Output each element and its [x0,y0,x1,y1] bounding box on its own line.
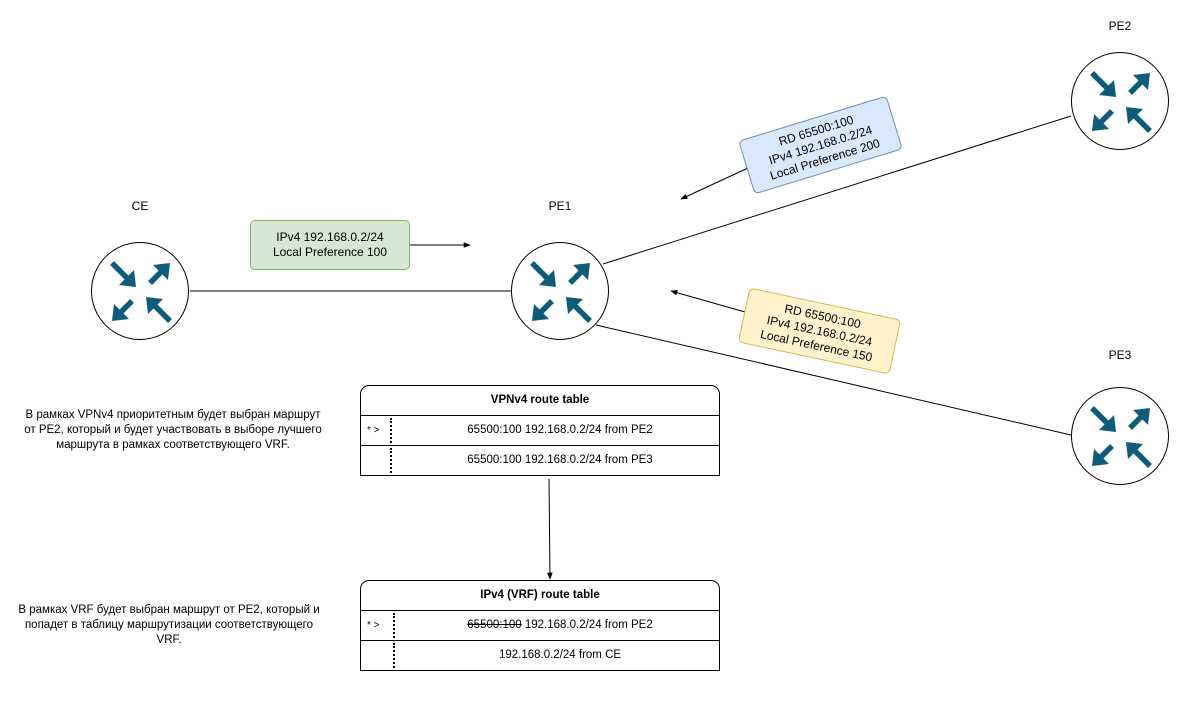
router-pe2[interactable] [1071,52,1169,150]
router-ce[interactable] [91,242,189,340]
table-row: * > 65500:100 192.168.0.2/24 from PE2 [361,611,719,640]
vrf-table-title: IPv4 (VRF) route table [361,581,719,611]
pe3-label: PE3 [1108,348,1132,362]
pe1-label: PE1 [548,199,572,213]
route-prefix: 192.168.0.2/24 from PE2 [521,619,653,631]
ce-update-line1: IPv4 192.168.0.2/24 [276,230,384,244]
vpnv4-note-line3: маршрута в рамках соответствующего VRF. [56,439,290,451]
ce-update-box: IPv4 192.168.0.2/24 Local Preference 100 [250,220,410,270]
vpnv4-note-line1: В рамках VPNv4 приоритетным будет выбран… [25,409,321,421]
pe2-label: PE2 [1108,19,1132,33]
router-icon [1090,71,1152,133]
link-pe1-pe2 [602,115,1072,265]
table-row: 192.168.0.2/24 from CE [361,640,719,670]
route-entry: 65500:100 192.168.0.2/24 from PE2 [467,424,653,436]
struck-rd: 65500:100 [467,619,522,631]
best-route-flag: * > [367,425,380,436]
best-route-flag: * > [367,620,380,631]
router-icon [1090,406,1152,468]
vpnv4-table-title: VPNv4 route table [361,386,719,416]
vpnv4-route-table: VPNv4 route table * > 65500:100 192.168.… [360,385,720,476]
router-pe3[interactable] [1071,387,1169,485]
vpnv4-note-line2: от PE2, который и будет участвовать в вы… [24,424,322,436]
arrow-pe3-update [670,290,753,315]
router-pe1[interactable] [511,242,609,340]
ce-label: CE [131,199,149,213]
router-icon [110,261,172,323]
vrf-note-line2: попадет в таблицу маршрутизации соответс… [24,619,314,631]
route-entry: 192.168.0.2/24 from CE [498,649,622,661]
table-row: * > 65500:100 192.168.0.2/24 from PE2 [361,416,719,445]
route-entry: 65500:100 192.168.0.2/24 from PE2 [401,611,719,640]
column-separator [393,643,395,668]
router-icon [530,261,592,323]
arrow-pe2-update [680,167,749,200]
vpnv4-note: В рамках VPNv4 приоритетным будет выбран… [8,408,338,453]
arrow-table-to-vrf [547,478,553,580]
column-separator [393,613,395,638]
table-row: 65500:100 192.168.0.2/24 from PE3 [361,445,719,475]
link-pe1-pe3 [595,324,1072,436]
vrf-note-line3: VRF. [156,634,182,646]
column-separator [390,418,392,443]
ce-update-line2: Local Preference 100 [272,245,388,259]
route-entry: 65500:100 192.168.0.2/24 from PE3 [467,454,653,466]
vrf-route-table: IPv4 (VRF) route table * > 65500:100 192… [360,580,720,671]
column-separator [390,448,392,473]
vrf-note-line1: В рамках VRF будет выбран маршрут от PE2… [18,604,320,616]
vrf-note: В рамках VRF будет выбран маршрут от PE2… [4,603,334,648]
